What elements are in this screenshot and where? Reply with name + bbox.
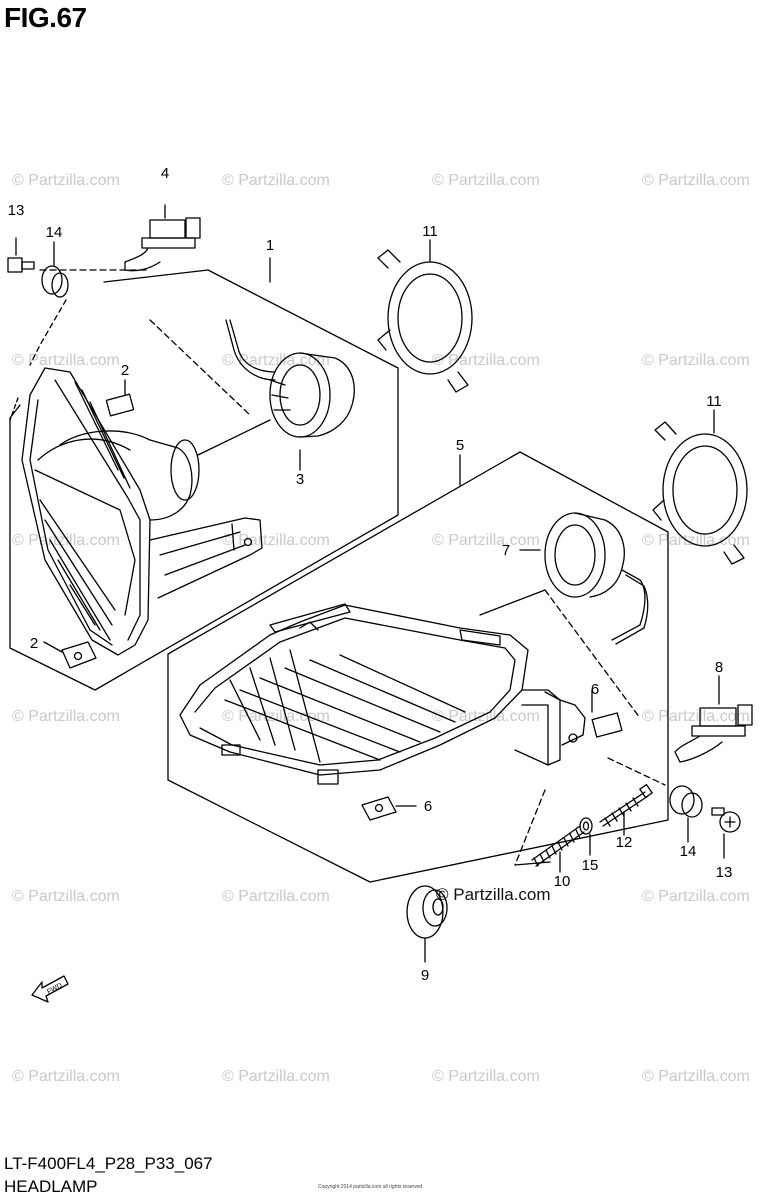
section-name: HEADLAMP (4, 1177, 98, 1196)
clip-6-lower (361, 796, 417, 821)
callout-5: 5 (455, 437, 465, 454)
watermark: © Partzilla.com (642, 708, 750, 725)
callout-6: 6 (423, 798, 433, 815)
callout-4: 4 (160, 165, 170, 182)
bolt-13-top (7, 237, 35, 273)
retaining-ring-11-top (377, 239, 473, 393)
bulb-socket-3 (197, 319, 355, 471)
watermark: © Partzilla.com (222, 708, 330, 725)
callout-6: 6 (590, 681, 600, 698)
headlamp-right-housing (179, 603, 666, 866)
callout-14: 14 (45, 224, 63, 241)
callout-10: 10 (553, 873, 571, 890)
watermark: © Partzilla.com (432, 172, 540, 189)
watermark: © Partzilla.com (12, 172, 120, 189)
callout-2: 2 (120, 362, 130, 379)
callout-15: 15 (581, 857, 599, 874)
watermark: © Partzilla.com (12, 888, 120, 905)
watermark: © Partzilla.com (432, 352, 540, 369)
watermark: © Partzilla.com (222, 888, 330, 905)
grommet-14-top (41, 241, 69, 298)
watermark: © Partzilla.com (432, 708, 540, 725)
watermark: © Partzilla.com (642, 888, 750, 905)
copyright-fineprint: Copyright 2014 partzilla.com all rights … (318, 1184, 423, 1190)
watermark: © Partzilla.com (432, 1068, 540, 1085)
bulb-4 (124, 204, 201, 272)
callout-8: 8 (714, 659, 724, 676)
callout-2: 2 (29, 635, 39, 652)
watermark-strong: © Partzilla.com (436, 885, 551, 904)
watermark: © Partzilla.com (222, 172, 330, 189)
grommet-14-right (669, 785, 703, 843)
bulb-8 (674, 675, 753, 763)
headlamp-left-housing (9, 299, 263, 656)
clip-2-lower (43, 641, 97, 669)
grommet-9 (406, 885, 448, 963)
bulb-socket-7 (479, 512, 649, 719)
watermark: © Partzilla.com (432, 532, 540, 549)
callout-13: 13 (715, 864, 733, 881)
watermark: © Partzilla.com (222, 1068, 330, 1085)
watermark: © Partzilla.com (12, 352, 120, 369)
watermark: © Partzilla.com (12, 1068, 120, 1085)
washer-15 (579, 817, 593, 856)
callout-3: 3 (295, 471, 305, 488)
headlamp-left-outline (9, 257, 399, 691)
callout-13: 13 (7, 202, 25, 219)
watermark: © Partzilla.com (642, 532, 750, 549)
callout-14: 14 (679, 843, 697, 860)
screw-12 (599, 783, 653, 836)
callout-12: 12 (615, 834, 633, 851)
callout-1: 1 (265, 237, 275, 254)
fwd-arrow-icon: FWD (31, 975, 69, 1003)
watermark: © Partzilla.com (642, 172, 750, 189)
figure-title: FIG.67 (4, 2, 87, 33)
bolt-13-right (711, 807, 741, 859)
headlamp-right-outline (167, 451, 669, 883)
callout-11: 11 (422, 223, 438, 240)
callout-7: 7 (501, 542, 511, 559)
watermark: © Partzilla.com (642, 1068, 750, 1085)
spring-10 (531, 825, 585, 873)
callout-11: 11 (706, 393, 722, 410)
callout-9: 9 (420, 967, 430, 984)
watermark: © Partzilla.com (12, 708, 120, 725)
retaining-ring-11-right (652, 409, 748, 565)
watermark: © Partzilla.com (222, 532, 330, 549)
model-code: LT-F400FL4_P28_P33_067 (4, 1154, 213, 1173)
watermark: © Partzilla.com (642, 352, 750, 369)
